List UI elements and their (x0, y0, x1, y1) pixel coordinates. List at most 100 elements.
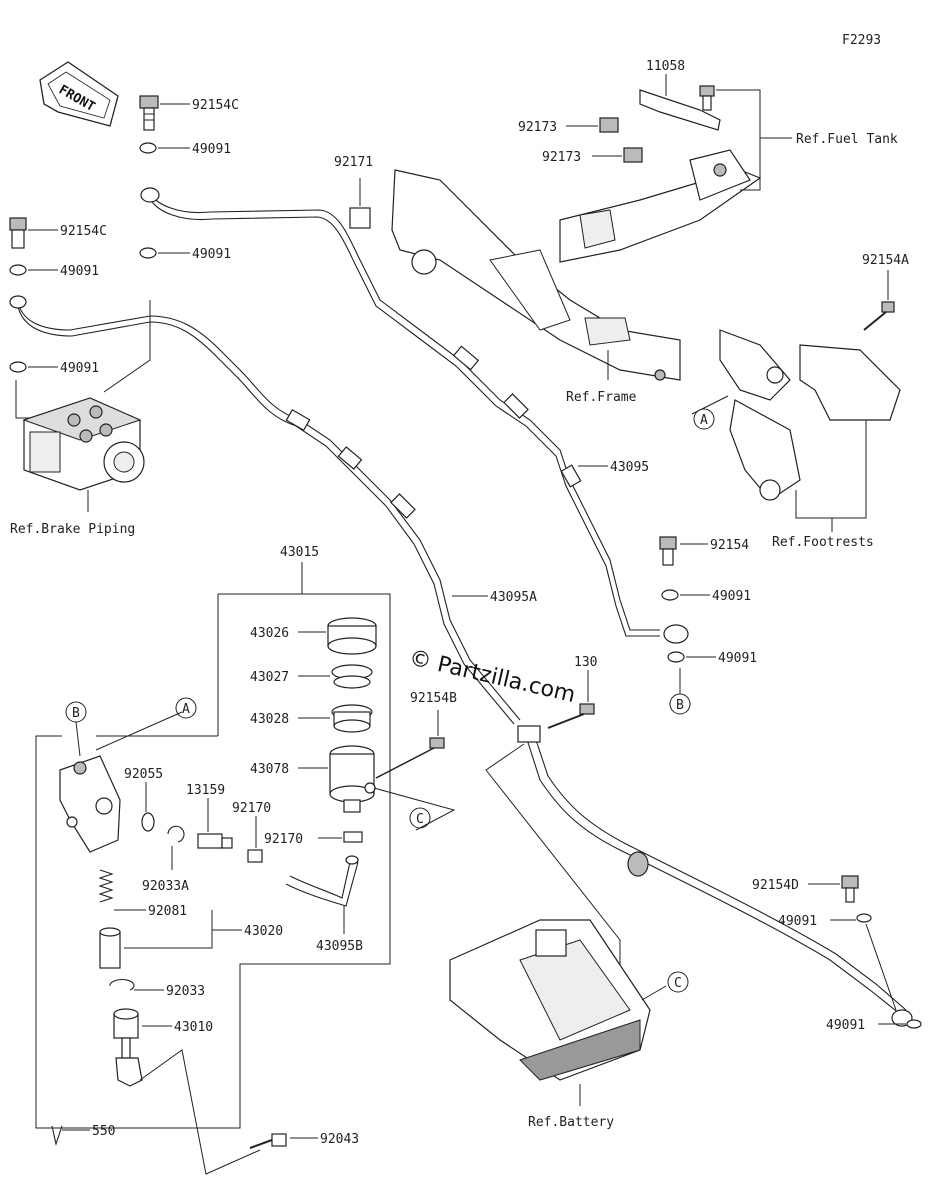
label-92154b: 92154B (410, 691, 457, 706)
bolt-92154c-upper (139, 95, 159, 131)
label-43015: 43015 (280, 545, 319, 560)
clamp-92170-upper (247, 849, 263, 863)
reservoir-cap (327, 617, 377, 655)
label-130: 130 (574, 655, 597, 670)
washer-49091-7 (856, 913, 872, 923)
marker-c-mid: C (409, 807, 431, 829)
ref-brake-piping: Ref.Brake Piping (10, 522, 135, 537)
marker-c-right: C (667, 971, 689, 993)
label-43095b: 43095B (316, 939, 363, 954)
bolt-92173-1 (599, 117, 619, 133)
fuel-tank-bracket (559, 89, 762, 263)
washer-49091-3 (9, 264, 27, 276)
footrest-bracket (719, 329, 901, 501)
washer-49091-5 (661, 589, 679, 601)
spring-92081 (98, 869, 114, 903)
clamp-92170-lower (343, 831, 363, 843)
label-43026: 43026 (250, 626, 289, 641)
frame-section (391, 169, 681, 381)
label-43095a: 43095A (490, 590, 537, 605)
bolt-92154c-left (9, 217, 27, 249)
cotter-pin-550 (51, 1125, 63, 1147)
marker-a-left-label: A (182, 702, 190, 717)
label-49091-6: 49091 (718, 651, 757, 666)
label-92033a: 92033A (142, 879, 189, 894)
reservoir-diaphragm (331, 704, 373, 733)
label-92154a: 92154A (862, 253, 909, 268)
label-92154c-1: 92154C (192, 98, 239, 113)
ref-frame: Ref.Frame (566, 390, 637, 405)
bolt-130 (547, 703, 595, 729)
piston-43020 (99, 927, 121, 969)
bolt-92154a (863, 301, 895, 331)
label-49091-2: 49091 (192, 247, 231, 262)
oring-92055 (141, 812, 155, 832)
circlip-92033 (109, 978, 135, 991)
battery-tray (449, 919, 651, 1081)
marker-c-right-label: C (674, 976, 682, 991)
bolt-92154 (659, 536, 677, 566)
washer-49091-1 (139, 142, 157, 154)
label-92173-2: 92173 (542, 150, 581, 165)
pin-92043 (249, 1133, 287, 1149)
ref-battery: Ref.Battery (528, 1115, 614, 1130)
label-43028: 43028 (250, 712, 289, 727)
label-49091-1: 49091 (192, 142, 231, 157)
circlip-92033a (167, 825, 185, 843)
pushrod-43010 (113, 1008, 143, 1087)
washer-49091-2 (139, 247, 157, 259)
marker-a-right: A (693, 408, 715, 430)
label-92154: 92154 (710, 538, 749, 553)
ref-fuel-tank: Ref.Fuel Tank (796, 132, 898, 147)
marker-b-left: B (65, 701, 87, 723)
label-92170-2: 92170 (264, 832, 303, 847)
label-13159: 13159 (186, 783, 225, 798)
label-92170-1: 92170 (232, 801, 271, 816)
label-92055: 92055 (124, 767, 163, 782)
marker-a-left: A (175, 697, 197, 719)
marker-b-left-label: B (72, 706, 80, 721)
bolt-92173-2 (623, 147, 643, 163)
brake-hose-lower (517, 725, 913, 1027)
bolt-fuel-tank (699, 85, 715, 111)
label-49091-8: 49091 (826, 1018, 865, 1033)
label-43095: 43095 (610, 460, 649, 475)
reservoir-hose-43095b (285, 855, 359, 907)
marker-c-mid-label: C (416, 812, 424, 827)
diagram-code: F2293 (842, 33, 881, 48)
label-43020: 43020 (244, 924, 283, 939)
fitting-13159 (197, 833, 233, 849)
marker-b-right-label: B (676, 698, 684, 713)
label-11058: 11058 (646, 59, 685, 74)
marker-b-right: B (669, 693, 691, 715)
master-cylinder-body (59, 711, 183, 853)
label-92033: 92033 (166, 984, 205, 999)
bolt-92154d (841, 875, 859, 903)
label-49091-3: 49091 (60, 264, 99, 279)
label-92154d: 92154D (752, 878, 799, 893)
washer-49091-6 (667, 651, 685, 663)
reservoir-plate (331, 664, 373, 689)
reservoir-tank (329, 745, 376, 813)
marker-a-right-label: A (700, 413, 708, 428)
label-92081: 92081 (148, 904, 187, 919)
label-49091-5: 49091 (712, 589, 751, 604)
label-550: 550 (92, 1124, 115, 1139)
washer-49091-4 (9, 361, 27, 373)
washer-49091-8 (906, 1019, 922, 1029)
bolt-92154b (375, 737, 445, 779)
label-92043: 92043 (320, 1132, 359, 1147)
abs-unit (15, 300, 151, 512)
label-49091-4: 49091 (60, 361, 99, 376)
label-92154c-2: 92154C (60, 224, 107, 239)
front-arrow-icon: FRONT (39, 61, 119, 127)
label-43010: 43010 (174, 1020, 213, 1035)
brake-hose-43095 (140, 187, 689, 644)
ref-footrests: Ref.Footrests (772, 535, 874, 550)
label-43027: 43027 (250, 670, 289, 685)
label-92173-1: 92173 (518, 120, 557, 135)
brake-hose-upper (9, 295, 521, 725)
label-43078: 43078 (250, 762, 289, 777)
